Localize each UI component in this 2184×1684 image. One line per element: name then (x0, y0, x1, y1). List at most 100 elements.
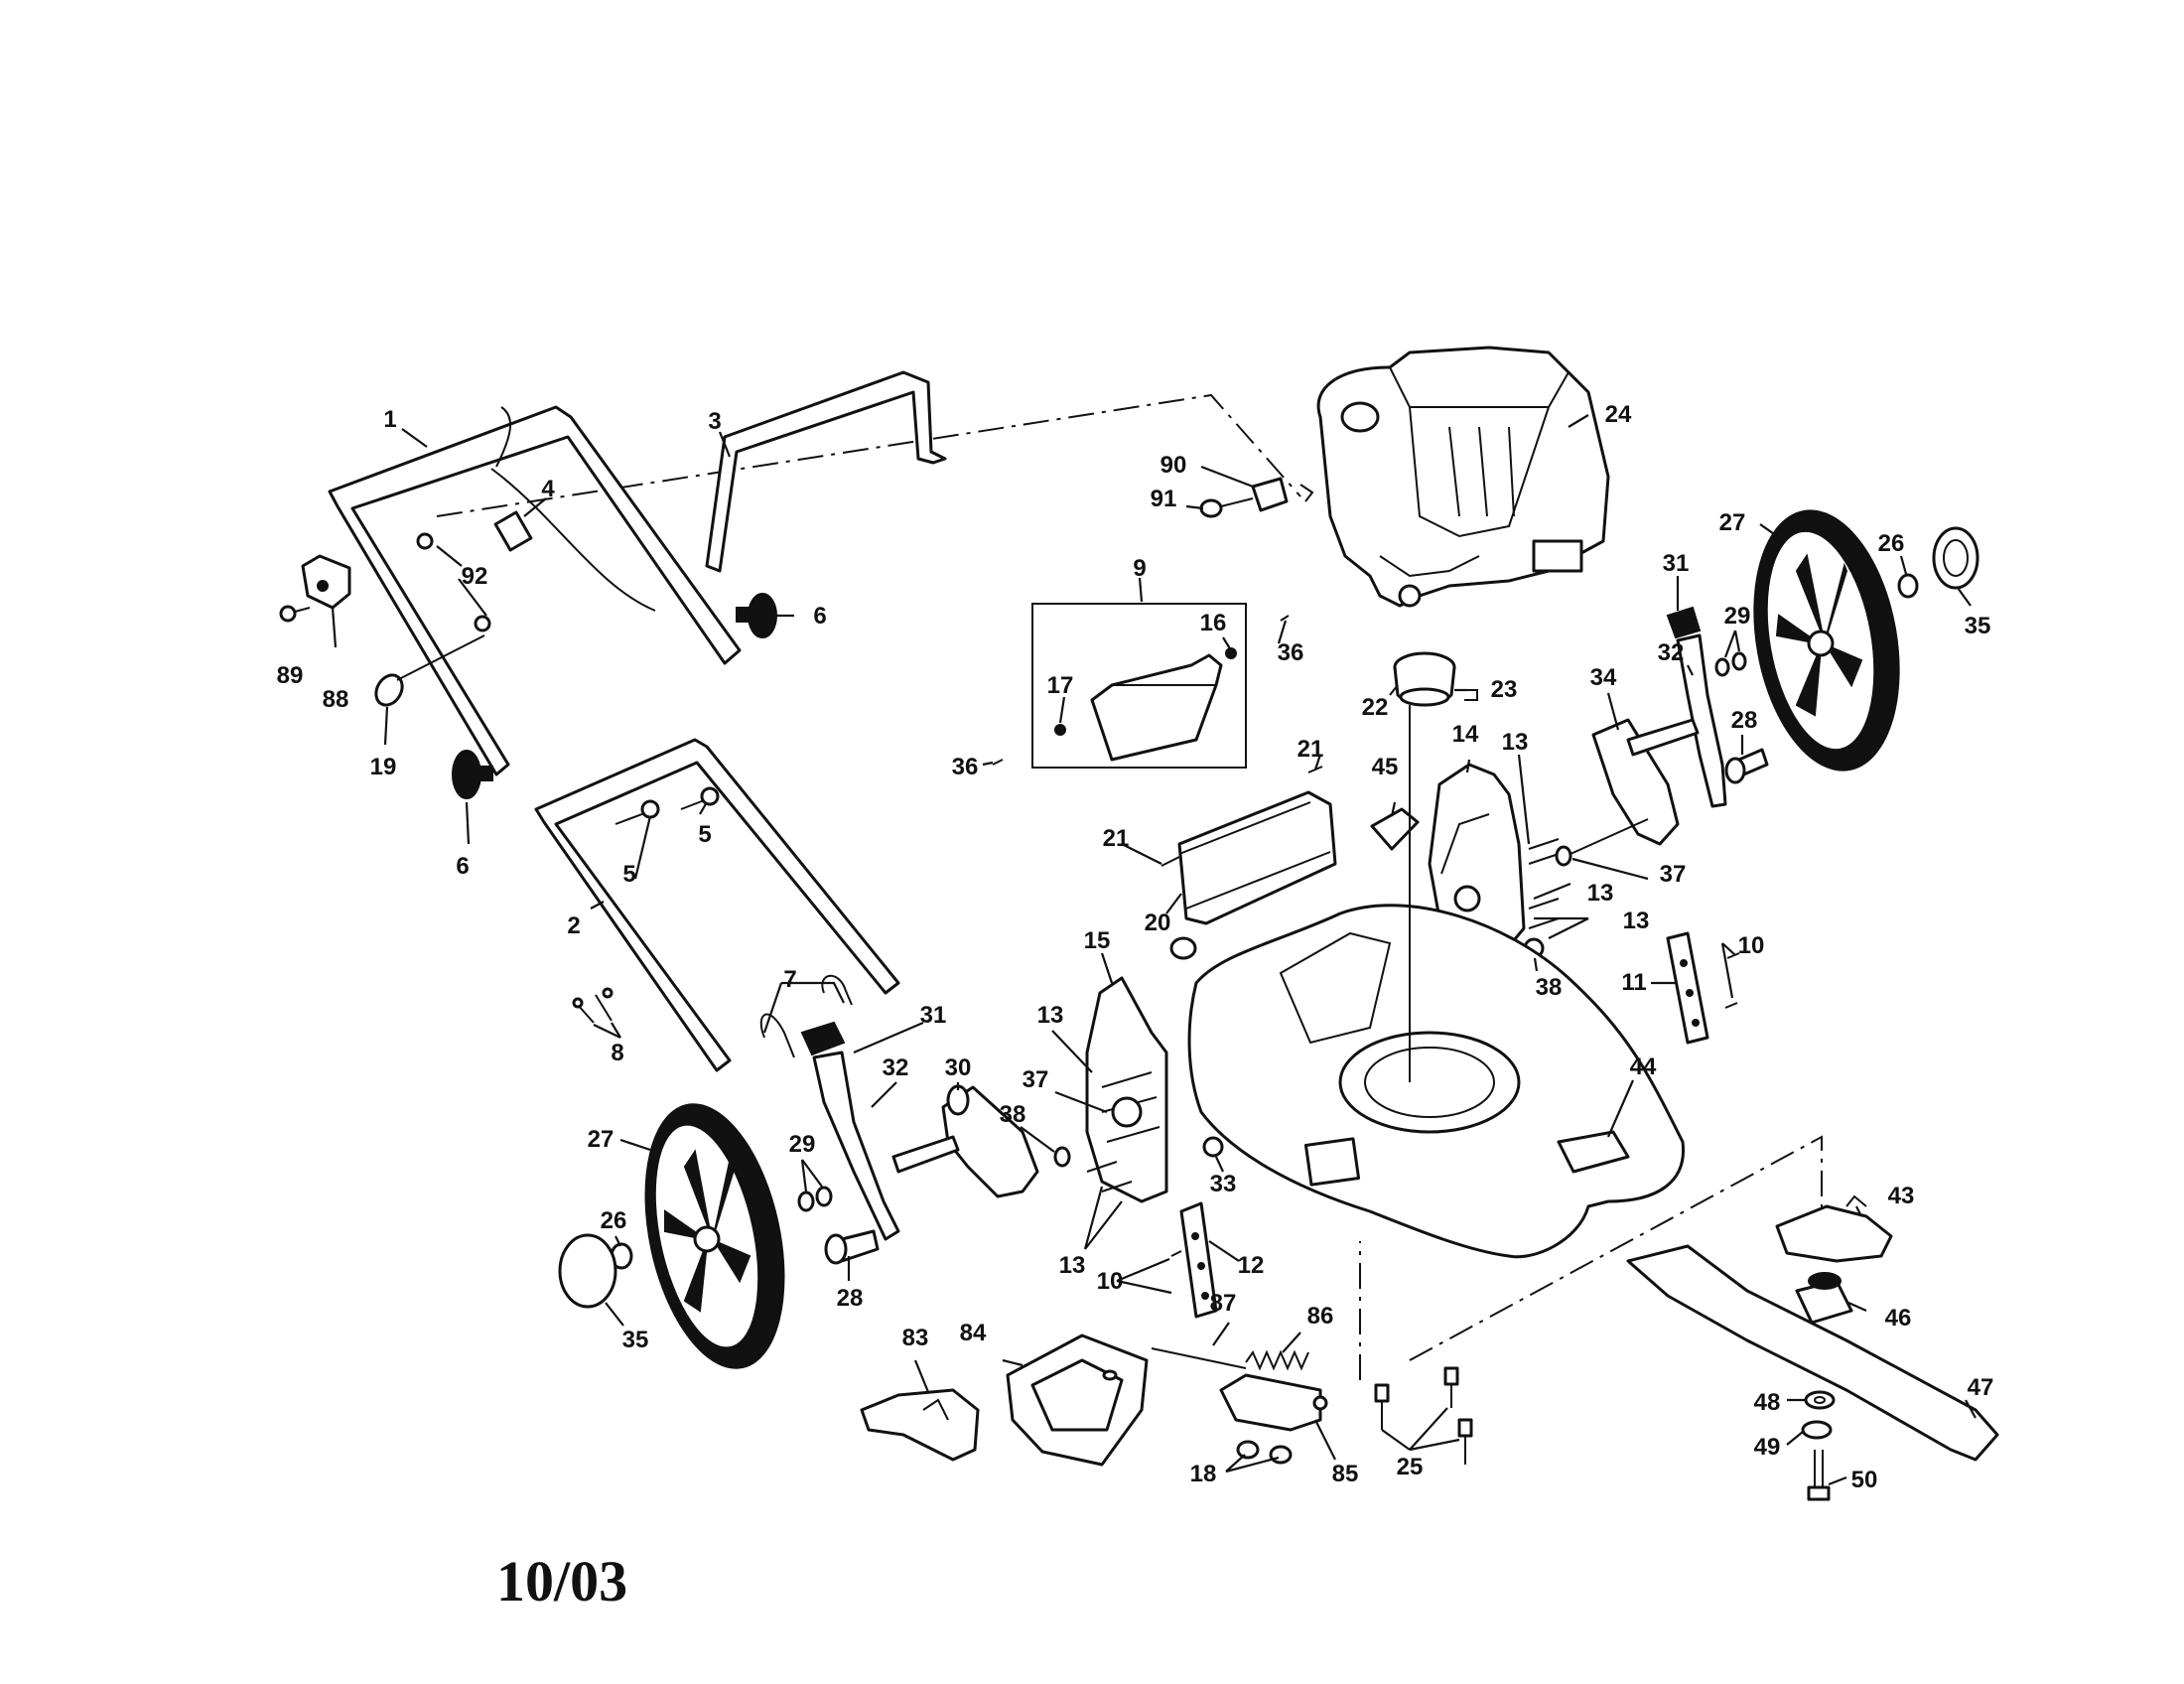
callout-13-right-lower: 13 (1623, 908, 1650, 934)
rear-flap-assembly[interactable] (1031, 603, 1247, 769)
bracket-11[interactable] (1666, 931, 1709, 1045)
callout-labels: 1 3 4 92 89 88 19 6 6 2 5 5 7 8 90 91 24… (277, 401, 1994, 1493)
callout-10-front: 10 (1097, 1268, 1124, 1295)
mulch-plug-84[interactable] (1006, 1333, 1149, 1467)
handle-knob-upper[interactable] (736, 593, 777, 638)
nuts-18 (1236, 1440, 1293, 1465)
screws-10 (1170, 952, 1740, 1257)
callout-23: 23 (1491, 676, 1518, 703)
callout-7: 7 (783, 966, 796, 993)
handle-knob-lower[interactable] (452, 750, 493, 799)
callout-6-lower: 6 (456, 853, 469, 880)
callout-24: 24 (1605, 401, 1632, 428)
rear-axle-bracket[interactable] (1591, 718, 1700, 846)
callout-35-front: 35 (622, 1327, 649, 1353)
callout-92: 92 (462, 563, 488, 590)
rear-wheel[interactable] (1735, 499, 1918, 781)
pulley[interactable] (1393, 651, 1478, 707)
callout-37-right: 13 (1587, 880, 1614, 907)
handle-bolts (614, 786, 720, 825)
hub-washer-rear (1897, 573, 1919, 599)
callout-11: 11 (1621, 969, 1646, 996)
control-cable (490, 406, 656, 612)
callout-18: 18 (1190, 1461, 1217, 1487)
bracket-12[interactable] (1179, 1201, 1218, 1319)
callout-36-left: 36 (952, 754, 979, 780)
callout-87: 87 (1210, 1290, 1237, 1317)
callout-38-front: 38 (1000, 1101, 1026, 1128)
hinge-bracket-85[interactable] (1219, 1373, 1328, 1432)
date-code: 10/03 (496, 1549, 627, 1614)
washer-38-front (1053, 1146, 1071, 1168)
callout-47: 47 (1968, 1374, 1994, 1401)
callout-8: 8 (611, 1040, 623, 1066)
hub-cap-front[interactable] (558, 1233, 617, 1309)
callout-46: 46 (1885, 1305, 1912, 1332)
blade[interactable] (1626, 1244, 1999, 1462)
rear-drive-lever[interactable] (1666, 606, 1727, 808)
callout-36-right: 36 (1278, 639, 1304, 666)
washers-48-49 (1801, 1390, 1836, 1440)
callout-45: 45 (1372, 754, 1399, 780)
callout-90: 90 (1160, 452, 1187, 479)
callout-22: 22 (1362, 694, 1389, 721)
bolt-28-front (824, 1229, 880, 1265)
bolt-28-rear (1724, 748, 1769, 784)
callout-13-front-lower: 13 (1059, 1252, 1086, 1279)
mower-deck[interactable] (1187, 705, 1686, 1259)
callout-34: 34 (1590, 664, 1617, 691)
callout-14: 14 (1452, 721, 1479, 748)
callout-43: 43 (1888, 1183, 1915, 1209)
callout-15: 15 (1084, 927, 1111, 954)
height-adjuster-front[interactable] (1085, 976, 1168, 1203)
engine[interactable] (1316, 346, 1610, 608)
callout-33-front: 33 (1210, 1171, 1237, 1197)
callout-26-front: 26 (601, 1207, 627, 1234)
callout-28-front: 28 (837, 1285, 864, 1312)
spring-86 (1245, 1349, 1309, 1371)
control-bar[interactable] (705, 370, 947, 573)
bolts-13-front (1086, 1161, 1133, 1193)
callout-88: 88 (323, 686, 349, 713)
shield-45 (1370, 807, 1420, 851)
callout-32-rear: 32 (1658, 639, 1685, 666)
washers-29-front (797, 1186, 833, 1212)
front-drive-lever[interactable] (800, 1021, 900, 1241)
cable-clip[interactable] (301, 554, 351, 610)
bolt-89 (279, 605, 311, 623)
upper-handle[interactable] (328, 405, 742, 776)
nut-33-front (1202, 1136, 1224, 1158)
callout-3: 3 (708, 408, 721, 435)
callout-5-left: 5 (622, 861, 635, 888)
leader-lines (331, 414, 1977, 1486)
callout-32-front: 32 (883, 1054, 909, 1081)
callout-35-rear: 35 (1965, 613, 1991, 639)
lower-handle[interactable] (534, 738, 900, 1072)
blade-stiffener[interactable] (1795, 1272, 1853, 1325)
rear-door[interactable] (1160, 766, 1337, 960)
callout-85: 85 (1332, 1461, 1359, 1487)
callout-31-front: 31 (920, 1002, 947, 1029)
bracket-90 (1251, 477, 1314, 512)
callout-48: 48 (1754, 1389, 1781, 1416)
callout-89: 89 (277, 662, 304, 689)
hub-cap-rear[interactable] (1932, 526, 1979, 590)
callout-21-upper: 21 (1297, 736, 1324, 763)
blade-adapter[interactable] (1775, 1194, 1893, 1263)
chute-door-83[interactable] (860, 1388, 980, 1462)
callout-84: 84 (960, 1320, 987, 1346)
callout-37-front: 37 (1023, 1066, 1049, 1093)
front-wheel[interactable] (623, 1091, 805, 1380)
callout-21-lower: 21 (1103, 825, 1130, 852)
rope-guide[interactable] (371, 634, 485, 710)
callout-86: 86 (1307, 1303, 1334, 1330)
callout-31-rear: 31 (1663, 550, 1690, 577)
callout-25: 25 (1397, 1454, 1424, 1480)
callout-30: 30 (945, 1054, 972, 1081)
callout-83: 83 (902, 1325, 929, 1351)
washers-29-rear (1714, 651, 1747, 677)
bolts-13-right (1528, 838, 1560, 929)
front-axle[interactable] (891, 1084, 1039, 1198)
callout-20: 20 (1145, 910, 1171, 936)
